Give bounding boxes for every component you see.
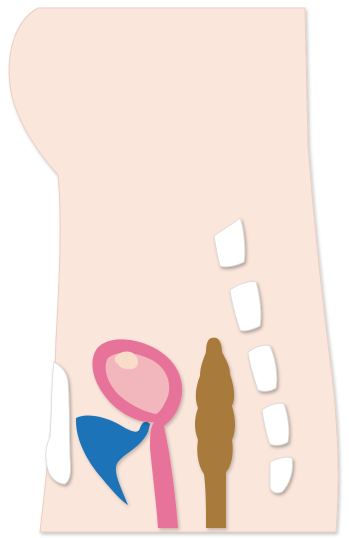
pubic-bone <box>46 362 71 484</box>
fibroid-lobe <box>120 356 128 364</box>
fibroid-lobe <box>128 359 135 366</box>
